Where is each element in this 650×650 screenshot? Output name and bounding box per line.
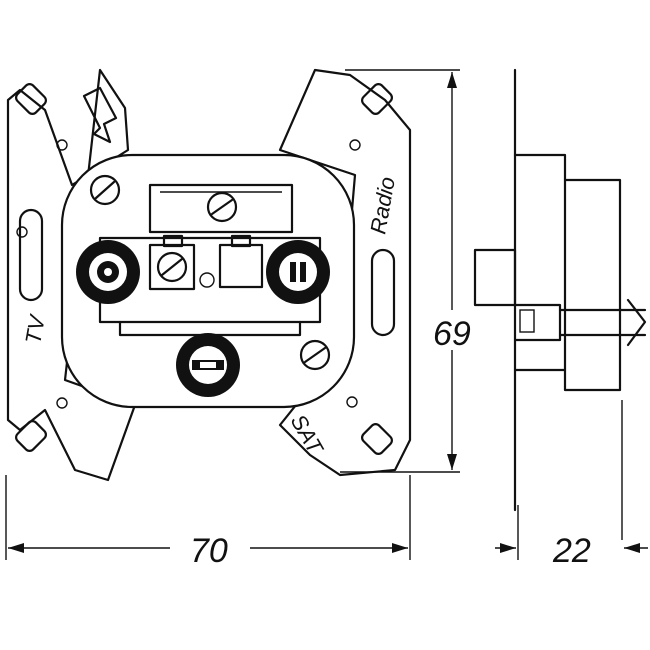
depth-dimension: 22 bbox=[552, 532, 591, 570]
pointer-arrow bbox=[82, 86, 118, 144]
radio-label: Radio bbox=[365, 175, 400, 236]
sat-label: SAT bbox=[286, 410, 329, 459]
tv-label: TV bbox=[20, 312, 50, 346]
radio-port bbox=[266, 240, 330, 304]
corner-slots bbox=[15, 83, 393, 455]
screw-bottom-right bbox=[299, 339, 331, 371]
height-dimension: 69 bbox=[433, 315, 471, 353]
dimension-lines bbox=[5, 69, 648, 560]
screw-top-left bbox=[89, 174, 121, 206]
terminal-clamp bbox=[148, 234, 264, 291]
width-dimension: 70 bbox=[190, 532, 228, 570]
side-slots bbox=[18, 208, 396, 337]
tv-port bbox=[76, 240, 140, 304]
frame-holes bbox=[16, 139, 361, 409]
side-view bbox=[473, 68, 647, 540]
screws bbox=[89, 174, 331, 371]
sat-port bbox=[176, 333, 240, 397]
screw-top-center bbox=[206, 191, 238, 223]
